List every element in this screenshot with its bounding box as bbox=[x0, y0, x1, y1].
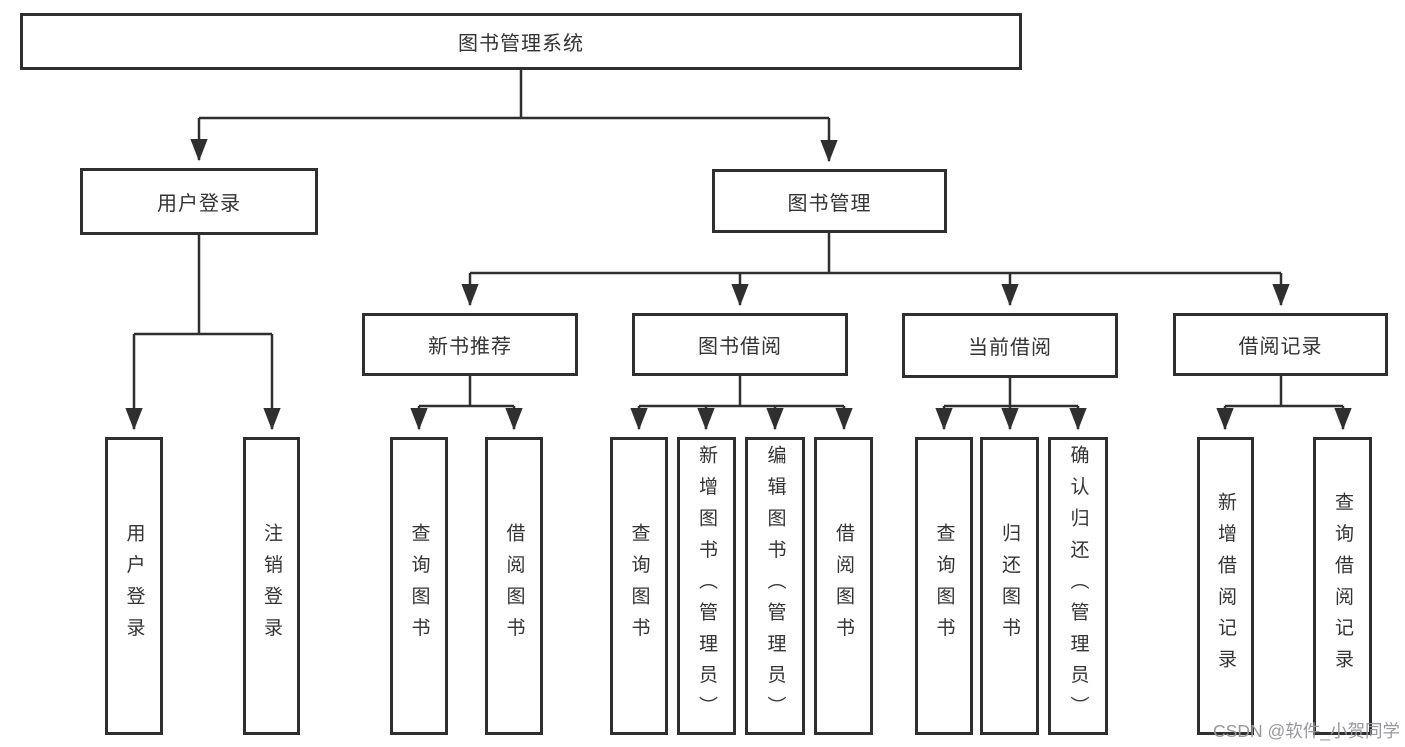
node-current-borrowing: 当前借阅 bbox=[902, 313, 1118, 378]
leaf-query-books-borrowing: 查询图书 bbox=[610, 437, 668, 735]
leaf-borrow-books-recommend: 借阅图书 bbox=[485, 437, 543, 735]
leaf-label: 查询图书 bbox=[628, 523, 650, 649]
leaf-label: 新增借阅记录 bbox=[1215, 491, 1236, 681]
node-new-book-recommendation: 新书推荐 bbox=[362, 313, 578, 376]
leaf-query-books-current: 查询图书 bbox=[915, 437, 973, 735]
node-borrowing-records: 借阅记录 bbox=[1173, 313, 1388, 376]
connector-borrowing-records-children bbox=[1216, 376, 1352, 431]
leaf-label: 确认归还（管理员） bbox=[1067, 444, 1089, 728]
node-book-management: 图书管理 bbox=[712, 169, 947, 233]
node-label: 用户登录 bbox=[157, 193, 241, 215]
node-label: 借阅记录 bbox=[1238, 336, 1323, 358]
connector-user-login-children bbox=[125, 235, 281, 431]
leaf-user-login: 用户登录 bbox=[105, 437, 163, 735]
node-book-borrowing: 图书借阅 bbox=[632, 313, 848, 376]
node-label: 图书管理系统 bbox=[458, 33, 584, 55]
leaf-label: 借阅图书 bbox=[833, 523, 854, 649]
leaf-label: 编辑图书（管理员） bbox=[764, 444, 786, 728]
leaf-query-books-recommend: 查询图书 bbox=[390, 437, 448, 735]
leaf-add-borrow-record: 新增借阅记录 bbox=[1197, 437, 1254, 735]
leaf-borrow-books-borrowing: 借阅图书 bbox=[814, 437, 873, 735]
leaf-return-books: 归还图书 bbox=[980, 437, 1039, 735]
watermark-text: CSDN @软件_小贺同学 bbox=[1213, 721, 1400, 741]
connector-new-book-recommendation-children bbox=[410, 376, 523, 431]
node-label: 图书借阅 bbox=[698, 336, 782, 358]
node-label: 当前借阅 bbox=[968, 337, 1052, 359]
leaf-label: 注销登录 bbox=[261, 523, 282, 649]
leaf-add-book-admin: 新增图书（管理员） bbox=[677, 437, 736, 735]
leaf-label: 借阅图书 bbox=[503, 523, 525, 649]
leaf-label: 查询图书 bbox=[408, 523, 430, 649]
connector-book-management-children bbox=[461, 233, 1290, 307]
leaf-logout: 注销登录 bbox=[243, 437, 300, 735]
leaf-edit-book-admin: 编辑图书（管理员） bbox=[745, 437, 805, 735]
leaf-label: 归还图书 bbox=[999, 523, 1020, 649]
connector-book-borrowing-children bbox=[630, 376, 853, 431]
node-label: 新书推荐 bbox=[428, 336, 512, 358]
leaf-confirm-return-admin: 确认归还（管理员） bbox=[1048, 437, 1108, 735]
leaf-label: 新增图书（管理员） bbox=[696, 444, 717, 728]
leaf-label: 查询图书 bbox=[933, 523, 955, 649]
leaf-label: 用户登录 bbox=[123, 523, 145, 649]
leaf-label: 查询借阅记录 bbox=[1332, 491, 1353, 681]
node-library-management-system: 图书管理系统 bbox=[20, 13, 1022, 70]
leaf-query-borrow-record: 查询借阅记录 bbox=[1313, 437, 1372, 735]
node-label: 图书管理 bbox=[787, 192, 872, 215]
node-user-login: 用户登录 bbox=[80, 168, 318, 235]
connector-root-to-level2 bbox=[190, 70, 838, 163]
connector-current-borrowing-children bbox=[935, 378, 1087, 431]
